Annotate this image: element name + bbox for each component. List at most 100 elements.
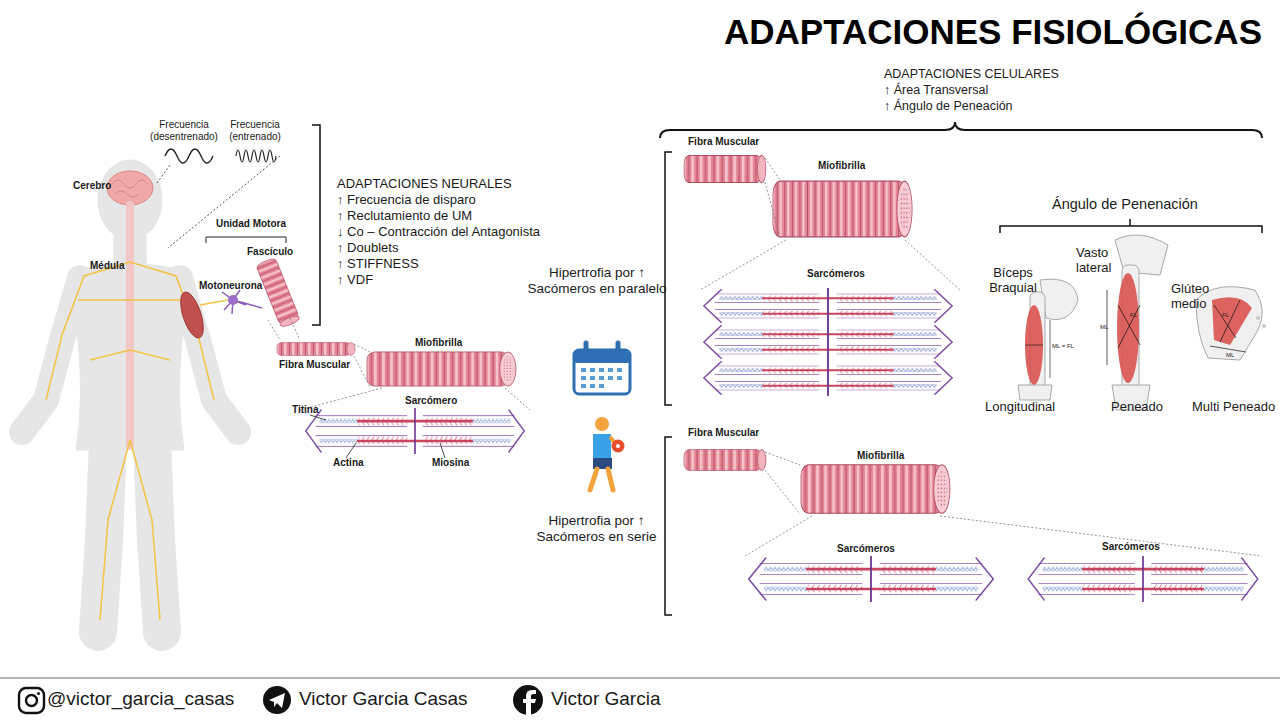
- part-name: Motoneurona: [199, 280, 262, 292]
- part-name: Miosina: [432, 457, 469, 469]
- facebook-f: [523, 690, 536, 715]
- ball: [612, 440, 625, 453]
- sarcomere: [704, 288, 952, 324]
- part-name: Miofibrilla: [415, 337, 462, 349]
- leader-line: [157, 156, 280, 248]
- calendar-icon: [574, 350, 630, 394]
- pennation-lines: [1107, 290, 1140, 365]
- zoom-line: [300, 344, 530, 410]
- myofibril: [367, 352, 516, 386]
- part-name: Sarcómeros: [837, 543, 895, 555]
- brace: [660, 122, 1262, 138]
- person-head: [595, 417, 609, 431]
- page-title: ADAPTACIONES FISIOLÓGICAS: [690, 12, 1262, 52]
- part-name: Fascículo: [247, 246, 293, 258]
- neuron-dendrites: [222, 290, 262, 314]
- motor-unit-bracket: [206, 237, 286, 243]
- list-item: ↑ Frecuencia de disparo: [337, 193, 476, 208]
- measure-line: [1025, 320, 1050, 378]
- calendar-days: [581, 370, 622, 386]
- leader-line: [310, 415, 445, 458]
- part-name: Fibra Muscular: [688, 427, 759, 439]
- type-label: Multi Peneado: [1192, 400, 1275, 415]
- muscle-fiber: [684, 155, 766, 182]
- spinal-cord: [126, 205, 134, 445]
- muscle-name: Glúteo medio: [1171, 282, 1223, 312]
- measure-label: ML: [1226, 352, 1234, 359]
- arm: [22, 278, 80, 432]
- measure-label: ML: [1100, 324, 1108, 331]
- instagram-icon: [19, 688, 44, 713]
- instagram-lens: [26, 695, 37, 706]
- part-name: Fibra Muscular: [688, 136, 759, 148]
- list-item: ↑ Reclutamiento de UM: [337, 209, 472, 224]
- section-heading: Ángulo de Penenación: [1052, 196, 1198, 213]
- nerves: [46, 262, 214, 620]
- bracket: [312, 125, 320, 325]
- part-name: Fibra Muscular: [279, 359, 350, 371]
- measure-label: FL: [1130, 312, 1137, 319]
- social-handle: @victor_garcia_casas: [47, 688, 234, 710]
- sarcomere: [749, 556, 994, 602]
- social-handle: Victor Garcia: [551, 688, 660, 710]
- human-figure: [22, 160, 238, 632]
- type-label: Longitudinal: [985, 400, 1055, 415]
- neuron-body: [228, 295, 238, 305]
- muscle-name: Bíceps Braquial: [982, 266, 1044, 296]
- instagram-dot: [37, 692, 40, 695]
- section-label: Hipertrofia por ↑ Sacómeros en paralelo: [516, 265, 678, 296]
- bracket: [1000, 219, 1262, 233]
- list-item: ↑ Área Transversal: [884, 83, 988, 97]
- part-name: Sarcómeros: [807, 268, 865, 280]
- leader-line: [268, 318, 300, 340]
- list-heading: ADAPTACIONES CELULARES: [884, 67, 1059, 81]
- list-item: ↓ Co – Contracción del Antagonista: [337, 225, 540, 240]
- measure-label: FL: [1222, 312, 1229, 319]
- type-label: Peneado: [1111, 400, 1163, 415]
- part-name: Actina: [333, 457, 364, 469]
- person-shirt: [593, 434, 611, 460]
- brain: [107, 171, 153, 205]
- part-name: Miofibrilla: [818, 160, 865, 172]
- telegram-plane: [269, 693, 285, 708]
- gluteus-muscle: [1212, 297, 1252, 345]
- zoom-line: [700, 158, 960, 290]
- low-frequency-wave: [165, 149, 213, 163]
- calendar-header: [574, 350, 630, 363]
- bone-dot: [1256, 316, 1260, 320]
- telegram-icon: [263, 686, 291, 714]
- footer-rule: [0, 677, 1280, 679]
- social-handle: Victor Garcia Casas: [299, 688, 468, 710]
- part-name: Cerebro: [73, 180, 111, 192]
- part-name: Titina: [292, 404, 318, 416]
- sarcomere: [306, 408, 524, 454]
- myofibril: [773, 181, 912, 237]
- bone-dot: [1262, 324, 1266, 328]
- part-name: Sarcómeros: [1102, 541, 1160, 553]
- part-name: Miofibrilla: [857, 450, 904, 462]
- list-item: ↑ Ángulo de Peneación: [884, 99, 1013, 113]
- arm-muscle: [176, 289, 208, 340]
- person-legs: [590, 469, 613, 490]
- muscle-name: Vasto lateral: [1076, 246, 1128, 276]
- list-item: ↑ STIFFNESS: [337, 257, 419, 272]
- pennation-lines: [1210, 300, 1246, 352]
- sarcomere: [704, 324, 952, 360]
- zoom-line: [745, 452, 1262, 556]
- scapula: [1040, 279, 1078, 319]
- muscle-fiber: [277, 343, 355, 356]
- sarcomere: [1028, 556, 1258, 602]
- axis-label: Frecuencia (entrenado): [223, 119, 287, 142]
- part-name: Médula: [90, 260, 124, 272]
- list-item: ↑ VDF: [337, 273, 373, 288]
- brain-gyri: [112, 180, 148, 197]
- list-item: ↑ Doublets: [337, 241, 398, 256]
- axis-label: Frecuencia (desentrenado): [147, 119, 221, 142]
- nerve: [200, 300, 228, 305]
- calendar-rings: [586, 343, 618, 355]
- ball-mark: [616, 444, 620, 448]
- section-label: Hipertrofia por ↑ Sacómeros en serie: [518, 513, 675, 544]
